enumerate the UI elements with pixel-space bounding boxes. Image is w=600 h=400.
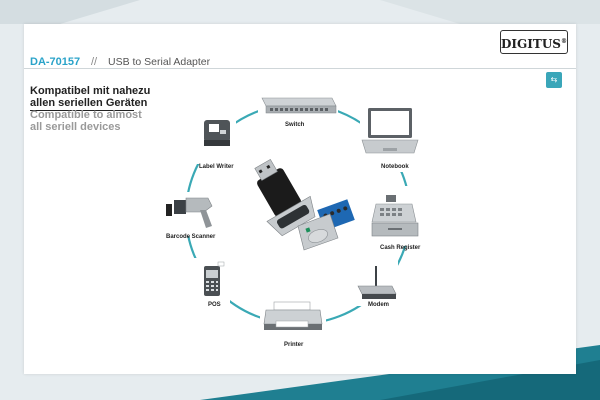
product-name: USB to Serial Adapter bbox=[108, 56, 211, 68]
product-model: DA-70157 bbox=[30, 56, 81, 68]
switch-icon bbox=[261, 97, 337, 114]
label-label-writer: Label Writer bbox=[199, 164, 234, 170]
label-cash-register: Cash Register bbox=[380, 245, 421, 251]
label-notebook: Notebook bbox=[381, 164, 409, 170]
cash-register-icon bbox=[371, 195, 419, 237]
usb-badge-icon: ⇆ bbox=[546, 72, 562, 88]
printer-icon bbox=[263, 301, 323, 330]
usb-serial-adapter-icon bbox=[254, 158, 355, 251]
label-switch: Switch bbox=[285, 122, 305, 128]
label-modem: Modem bbox=[368, 302, 389, 308]
pos-terminal-icon bbox=[204, 261, 225, 296]
tagline-de-line1: Kompatibel mit nahezu bbox=[30, 85, 151, 97]
title-separator: // bbox=[91, 56, 98, 68]
barcode-scanner-icon bbox=[166, 197, 213, 228]
label-printer: Printer bbox=[284, 342, 304, 348]
tagline-underline bbox=[30, 110, 134, 111]
label-pos: POS bbox=[208, 302, 221, 308]
modem-icon bbox=[357, 266, 397, 299]
tagline-en-line2: all seriell devices bbox=[30, 121, 121, 133]
label-barcode-scanner: Barcode Scanner bbox=[166, 234, 216, 240]
header-divider bbox=[24, 68, 576, 69]
tagline-en-line1: Compatible to almost bbox=[30, 109, 142, 121]
digitus-logo: DIGITUS® bbox=[500, 30, 568, 54]
notebook-icon bbox=[361, 108, 419, 154]
tagline-de-line2: allen seriellen Geräten bbox=[30, 97, 148, 109]
label-writer-icon bbox=[204, 120, 230, 146]
